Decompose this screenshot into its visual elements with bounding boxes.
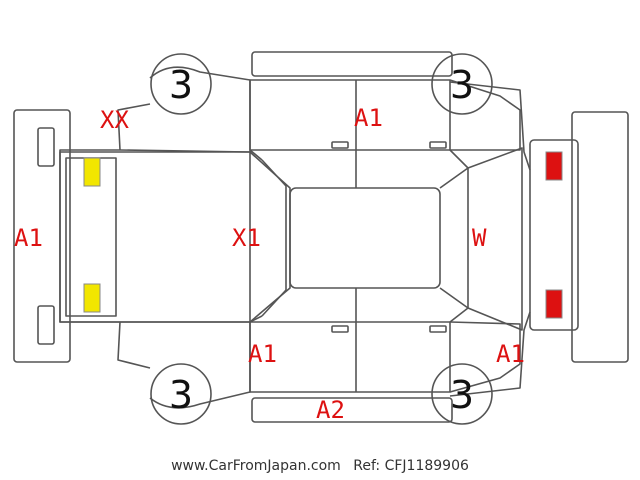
tire-rear-left-label: 3	[450, 373, 474, 417]
damage-right-side: A1	[354, 104, 383, 132]
damage-hood: X1	[232, 224, 261, 252]
tire-front-right-circle	[150, 53, 212, 115]
tire-front-right-label: 3	[169, 63, 193, 107]
damage-rear-left-quarter: A1	[496, 340, 525, 368]
tire-front-left-label: 3	[169, 373, 193, 417]
right-side-panel	[119, 51, 521, 188]
tire-rear-right-label: 3	[450, 63, 474, 107]
headlight-top	[83, 157, 101, 187]
damage-front-bumper: A1	[14, 224, 43, 252]
damage-left-rocker: A2	[316, 396, 345, 424]
rear-window	[439, 147, 523, 331]
front-bumper	[13, 109, 71, 363]
footer: www.CarFromJapan.com Ref: CFJ1189906	[0, 458, 640, 474]
roof	[289, 187, 441, 289]
taillight-bottom	[545, 289, 563, 319]
damage-left-front: A1	[248, 340, 277, 368]
footer-ref: Ref: CFJ1189906	[353, 458, 469, 474]
car-outline	[59, 81, 531, 397]
footer-site: www.CarFromJapan.com	[171, 458, 341, 474]
headlight-bottom	[83, 283, 101, 313]
left-side-panel	[120, 288, 521, 423]
tire-rear-right-circle	[431, 53, 493, 115]
rear-bumper	[529, 111, 629, 363]
tire-front-left-circle	[150, 363, 212, 425]
tire-rear-left-circle	[431, 363, 493, 425]
taillight-top	[545, 151, 563, 181]
damage-front-right-fender: XX	[100, 106, 129, 134]
damage-windshield: W	[472, 224, 487, 252]
